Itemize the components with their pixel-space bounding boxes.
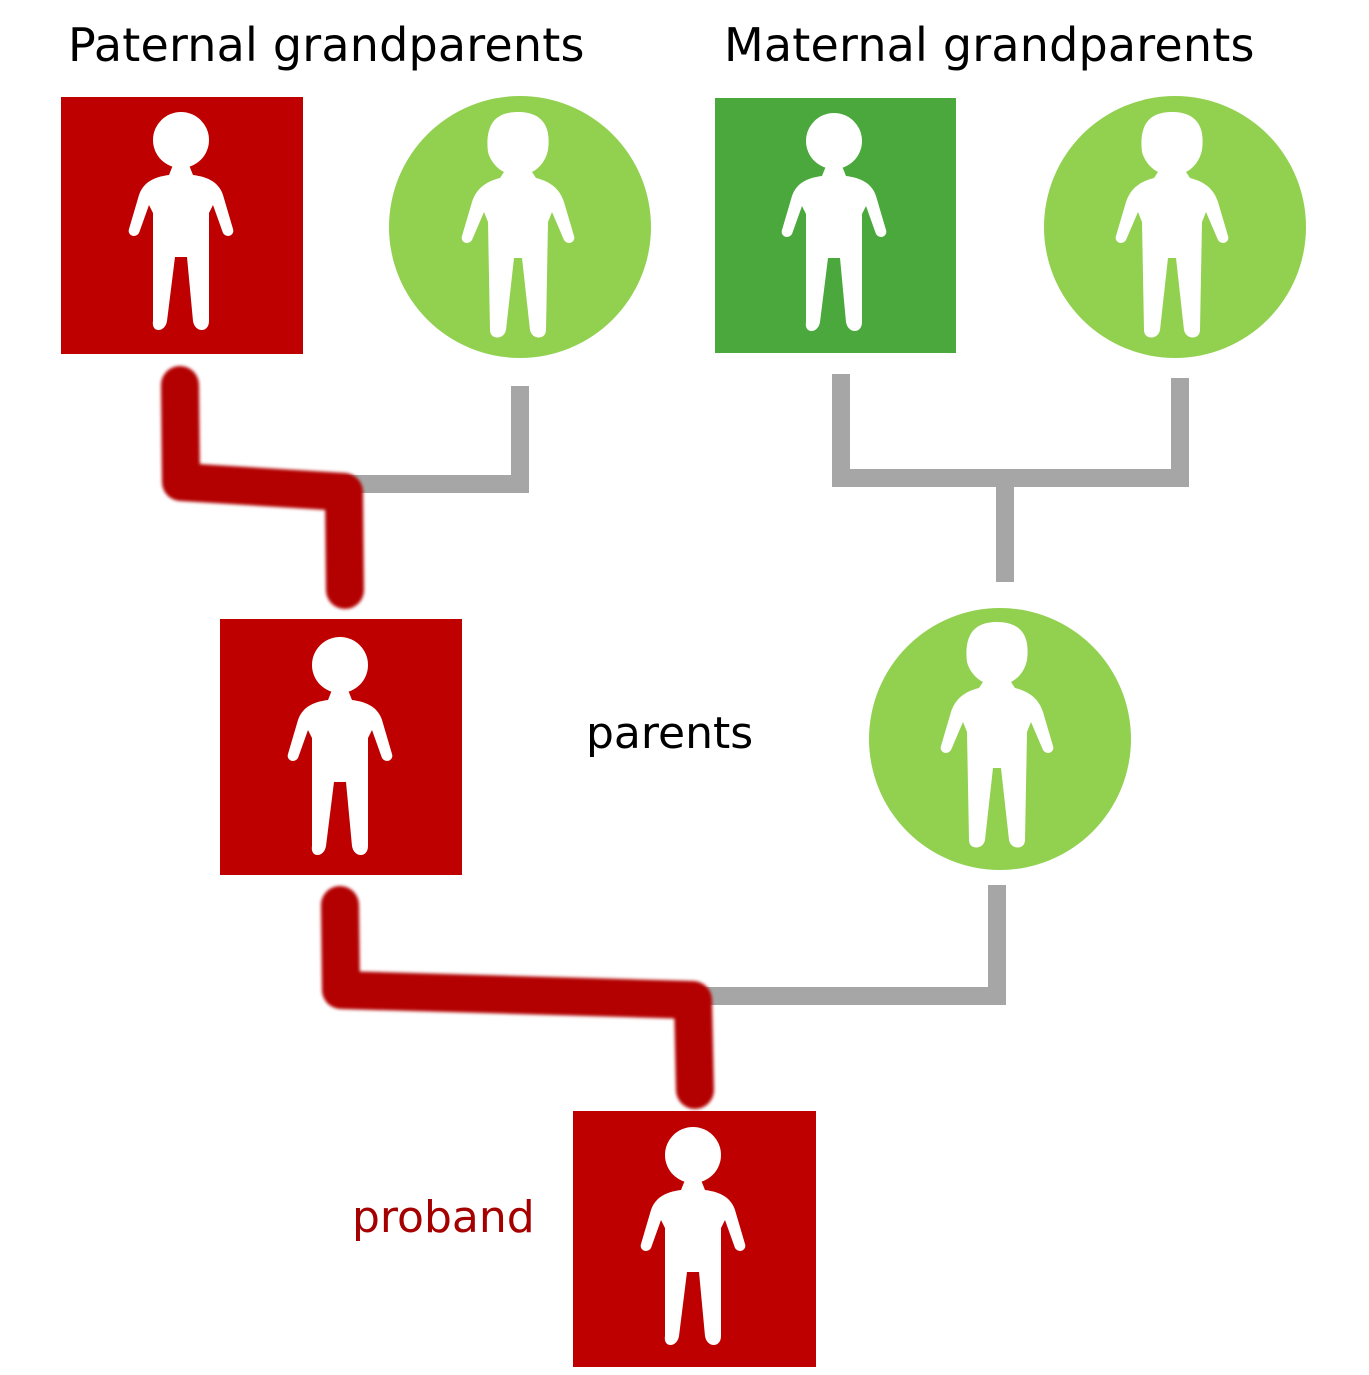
- path-father-to-proband: [321, 886, 714, 1109]
- paternal-mate-line: [340, 386, 529, 493]
- connector-lines: [340, 374, 1189, 1005]
- paternal-grandfather-square: [61, 97, 303, 354]
- proband-label: proband: [352, 1192, 535, 1243]
- maternal-grandparents-label: Maternal grandparents: [724, 18, 1255, 72]
- father-square: [220, 619, 462, 875]
- parents-label: parents: [586, 708, 754, 759]
- paternal-grandmother-circle: [389, 96, 651, 358]
- paternal-grandparents-label: Paternal grandparents: [68, 18, 585, 72]
- maternal-grandmother-circle: [1044, 96, 1306, 358]
- maternal-grandfather-square: [715, 98, 956, 353]
- path-grandfather-to-father: [161, 366, 364, 609]
- parents-mate-line: [700, 885, 1006, 1005]
- mother-circle: [869, 608, 1131, 870]
- proband-square: [573, 1111, 816, 1367]
- inheritance-path: [161, 366, 714, 1109]
- maternal-mate-line: [832, 374, 1189, 487]
